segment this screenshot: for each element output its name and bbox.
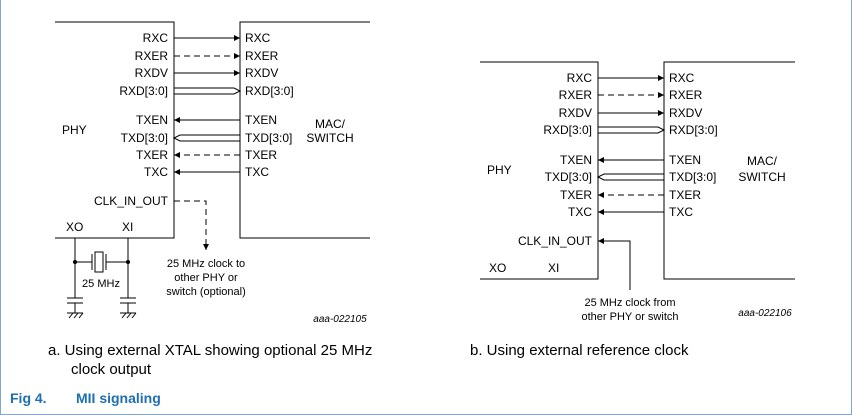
b-left-rxer: RXER [559, 88, 593, 102]
a-bus-txd [172, 134, 240, 142]
b-right-txen: TXEN [669, 153, 701, 167]
b-right-rxdv: RXDV [669, 106, 702, 120]
mac-block-b [663, 61, 795, 280]
b-ref-id: aaa-022106 [738, 308, 792, 319]
a-right-txd: TXD[3:0] [245, 131, 292, 145]
b-left-clk-in-out: CLK_IN_OUT [518, 234, 593, 248]
a-xo-label: XO [66, 220, 83, 234]
a-ref-id: aaa-022105 [313, 314, 367, 325]
diagram-a: PHY MAC/ SWITCH RXC RXER RXDV RXD[3:0] T… [48, 21, 372, 378]
b-right-txer: TXER [669, 188, 701, 202]
b-left-txer: TXER [560, 188, 592, 202]
a-right-rxc: RXC [245, 31, 271, 45]
a-clk-out-dashed [174, 200, 209, 250]
figure-number: Fig 4. [10, 390, 47, 406]
a-left-txen: TXEN [136, 113, 168, 127]
b-right-rxer: RXER [669, 88, 703, 102]
mac-label-a-2: SWITCH [306, 131, 353, 145]
b-right-rxc: RXC [669, 71, 695, 85]
a-left-rxc: RXC [143, 31, 169, 45]
mac-label-b-2: SWITCH [738, 170, 785, 184]
b-clk-in-line [598, 238, 631, 290]
a-caption-2: clock output [71, 361, 152, 378]
b-right-txc: TXC [669, 205, 693, 219]
b-clock-note-2: other PHY or switch [581, 311, 678, 323]
a-right-txen: TXEN [245, 113, 277, 127]
b-left-txen: TXEN [560, 153, 592, 167]
b-left-rxd: RXD[3:0] [543, 123, 592, 137]
a-left-txd: TXD[3:0] [121, 131, 168, 145]
diagram-b: PHY MAC/ SWITCH RXC RXER RXDV RXD[3:0] T… [470, 61, 795, 359]
mac-label-b-1: MAC/ [747, 154, 778, 168]
a-xi-label: XI [122, 220, 133, 234]
b-clock-note-1: 25 MHz clock from [584, 297, 675, 309]
b-left-rxc: RXC [567, 71, 593, 85]
a-left-rxdv: RXDV [135, 66, 168, 80]
a-right-rxd: RXD[3:0] [245, 84, 294, 98]
phy-label-b: PHY [487, 163, 512, 177]
a-left-rxd: RXD[3:0] [119, 84, 168, 98]
phy-block-a [55, 21, 175, 239]
b-xo-label: XO [489, 261, 506, 275]
b-left-txd: TXD[3:0] [545, 170, 592, 184]
b-bus-rxd [598, 126, 666, 134]
b-right-rxd: RXD[3:0] [669, 123, 718, 137]
b-xi-label: XI [548, 261, 559, 275]
a-right-txc: TXC [245, 165, 269, 179]
a-right-txer: TXER [245, 148, 277, 162]
a-bus-rxd [174, 87, 242, 95]
a-xtal-label: 25 MHz [82, 278, 120, 290]
phy-label-a: PHY [62, 123, 87, 137]
phy-block-b [480, 61, 599, 280]
a-clock-note-2: other PHY or [174, 272, 238, 284]
crystal-icon [94, 251, 104, 273]
a-caption-1: a. Using external XTAL showing optional … [48, 342, 372, 359]
a-left-txer: TXER [136, 148, 168, 162]
b-caption: b. Using external reference clock [470, 342, 689, 359]
b-bus-txd [596, 173, 664, 181]
b-right-txd: TXD[3:0] [669, 170, 716, 184]
a-clock-note-3: switch (optional) [166, 286, 245, 298]
a-right-rxdv: RXDV [245, 66, 278, 80]
crystal-circuit [67, 238, 137, 319]
a-left-rxer: RXER [135, 49, 169, 63]
a-right-rxer: RXER [245, 49, 279, 63]
b-left-txc: TXC [568, 205, 592, 219]
b-left-rxdv: RXDV [559, 106, 592, 120]
a-clock-note-1: 25 MHz clock to [167, 258, 245, 270]
figure-title: MII signaling [76, 390, 161, 406]
mac-label-a-1: MAC/ [315, 117, 346, 131]
a-left-txc: TXC [144, 165, 168, 179]
mac-block-a [239, 21, 370, 239]
a-left-clk-in-out: CLK_IN_OUT [94, 194, 169, 208]
